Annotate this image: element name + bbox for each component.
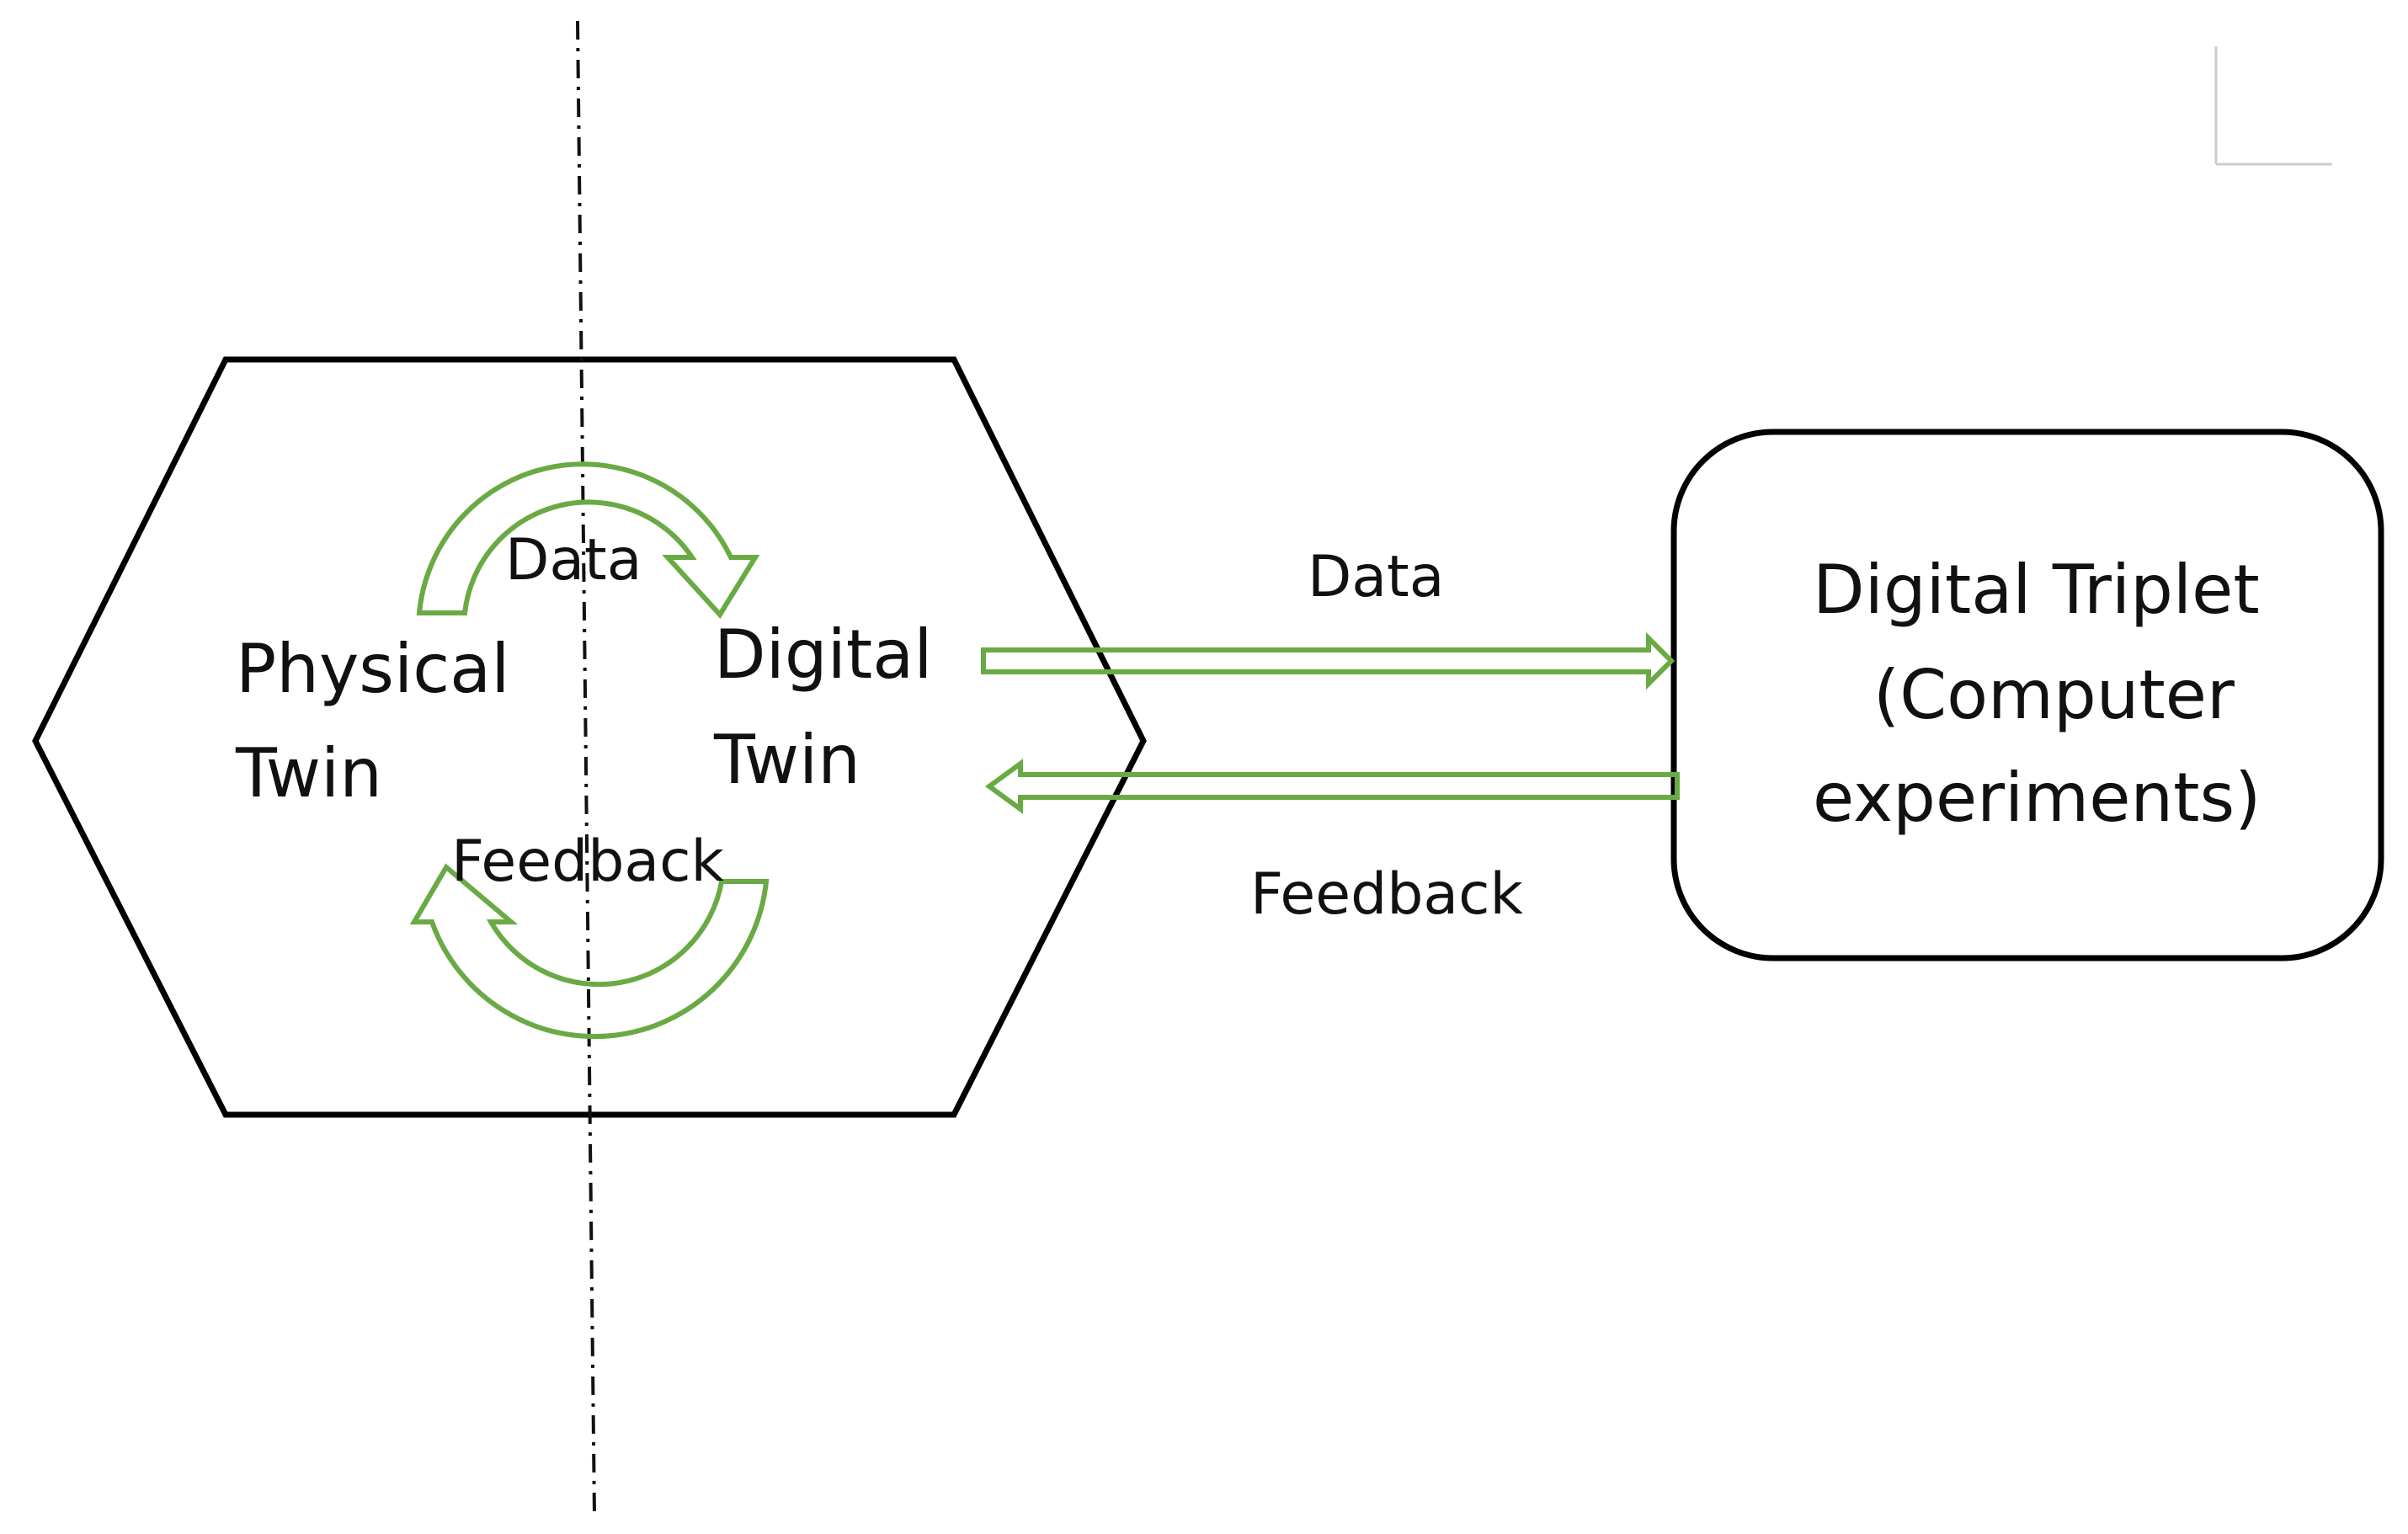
digital-triplet-label-line3: experiments) [1813, 759, 2261, 837]
physical-twin-label-line1: Physical [236, 630, 509, 708]
physical-twin-label-line2: Twin [235, 734, 382, 812]
outer-feedback-label: Feedback [1250, 861, 1523, 928]
inner-data-label: Data [505, 527, 642, 594]
inner-feedback-curved-arrow [409, 863, 770, 1040]
divider-line [576, 20, 596, 1516]
digital-twin-label-line1: Digital [714, 615, 932, 694]
digital-triplet-box [1670, 429, 2384, 961]
digital-twin-label-line2: Twin [713, 721, 860, 799]
twin-hexagon [32, 356, 1147, 1118]
digital-triplet-label-line2: (Computer [1873, 656, 2235, 734]
corner-mark [2214, 46, 2332, 166]
outer-feedback-arrow [984, 759, 1680, 814]
inner-feedback-label: Feedback [451, 828, 724, 895]
outer-data-arrow [981, 631, 1675, 690]
digital-triplet-label-line1: Digital Triplet [1813, 551, 2260, 629]
inner-data-curved-arrow [416, 461, 760, 619]
outer-data-label: Data [1308, 544, 1444, 610]
